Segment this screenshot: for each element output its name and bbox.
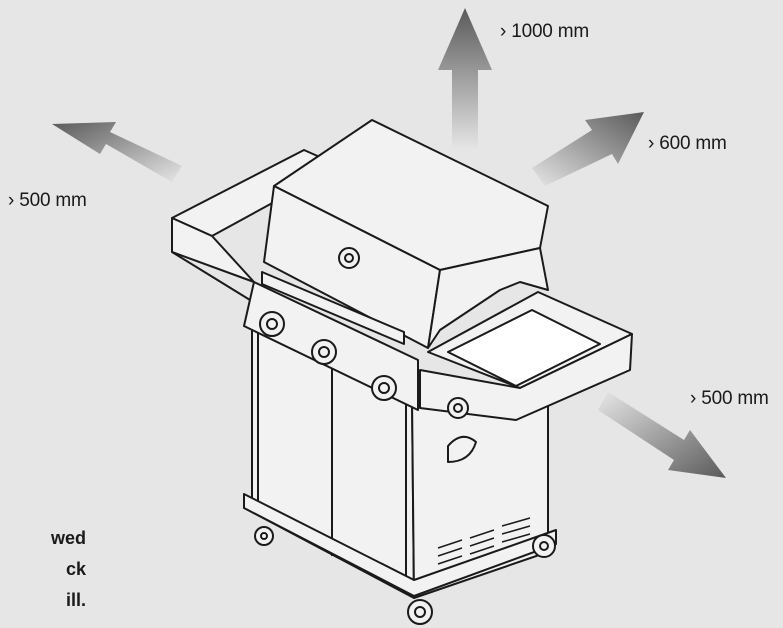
note-line: ck	[65, 559, 86, 579]
gas-grill-illustration	[171, 119, 633, 625]
clearance-label-top: › 1000 mm	[500, 21, 590, 42]
clearance-arrow-icon-up-right	[532, 112, 644, 186]
note-line: ill.	[65, 590, 86, 610]
clearance-arrow-icon-down-right	[598, 392, 726, 478]
clearance-label-left: › 500 mm	[8, 190, 87, 211]
truncated-note: wed ck ill.	[0, 523, 86, 616]
clearance-arrow-icon-up-left	[52, 122, 182, 182]
clearance-arrow-icon-up	[438, 8, 492, 150]
clearance-label-right: › 600 mm	[648, 133, 727, 154]
note-line: wed	[50, 528, 86, 548]
clearance-label-right-bottom: › 500 mm	[690, 388, 769, 409]
